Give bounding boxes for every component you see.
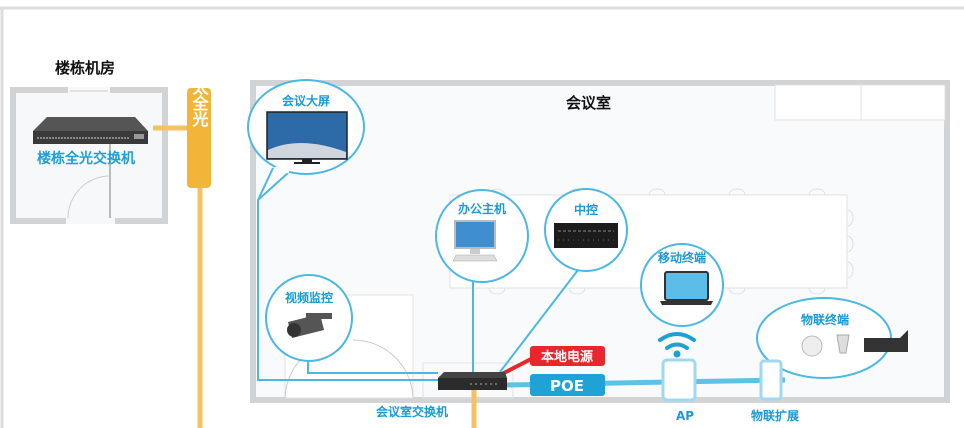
tv-icon	[266, 111, 348, 164]
building-room-title: 楼栋机房	[55, 59, 115, 77]
bubble-iot-label: 物联终端	[801, 312, 849, 327]
meeting-room-title: 会议室	[566, 94, 611, 112]
control-unit-icon	[554, 223, 618, 248]
bubble-mobile-label: 移动终端	[658, 250, 706, 265]
ap-device-icon	[661, 358, 697, 402]
ethernet-links	[257, 200, 579, 381]
bubble-control-label: 中控	[574, 202, 598, 217]
power-label-box	[530, 346, 605, 366]
security-camera-icon	[287, 313, 332, 338]
iot-extender-label: 物联扩展	[751, 408, 799, 423]
fiber-label-box	[187, 88, 211, 188]
building-room-walls	[10, 87, 168, 224]
laptop-icon	[660, 271, 713, 305]
iot-devices-icon	[801, 330, 908, 357]
building-switch-icon	[33, 117, 148, 144]
bubble-camera-label: 视频监控	[285, 290, 333, 305]
meeting-switch-icon	[438, 372, 507, 390]
meeting-switch-label: 会议室交换机	[376, 404, 448, 419]
power-link	[499, 356, 534, 377]
fiber-label: 以太全光	[190, 63, 210, 128]
building-switch-label: 楼栋全光交换机	[37, 150, 135, 167]
bubble-screen-label: 会议大屏	[282, 93, 330, 108]
ap-label: AP	[676, 409, 694, 423]
bubble-pc-label: 办公主机	[458, 201, 506, 216]
poe-label-box	[530, 374, 605, 396]
poe-label: POE	[550, 377, 584, 395]
desktop-pc-icon	[452, 220, 498, 262]
wifi-icon	[658, 332, 696, 358]
iot-extender-icon	[759, 359, 783, 401]
power-label: 本地电源	[541, 349, 593, 365]
